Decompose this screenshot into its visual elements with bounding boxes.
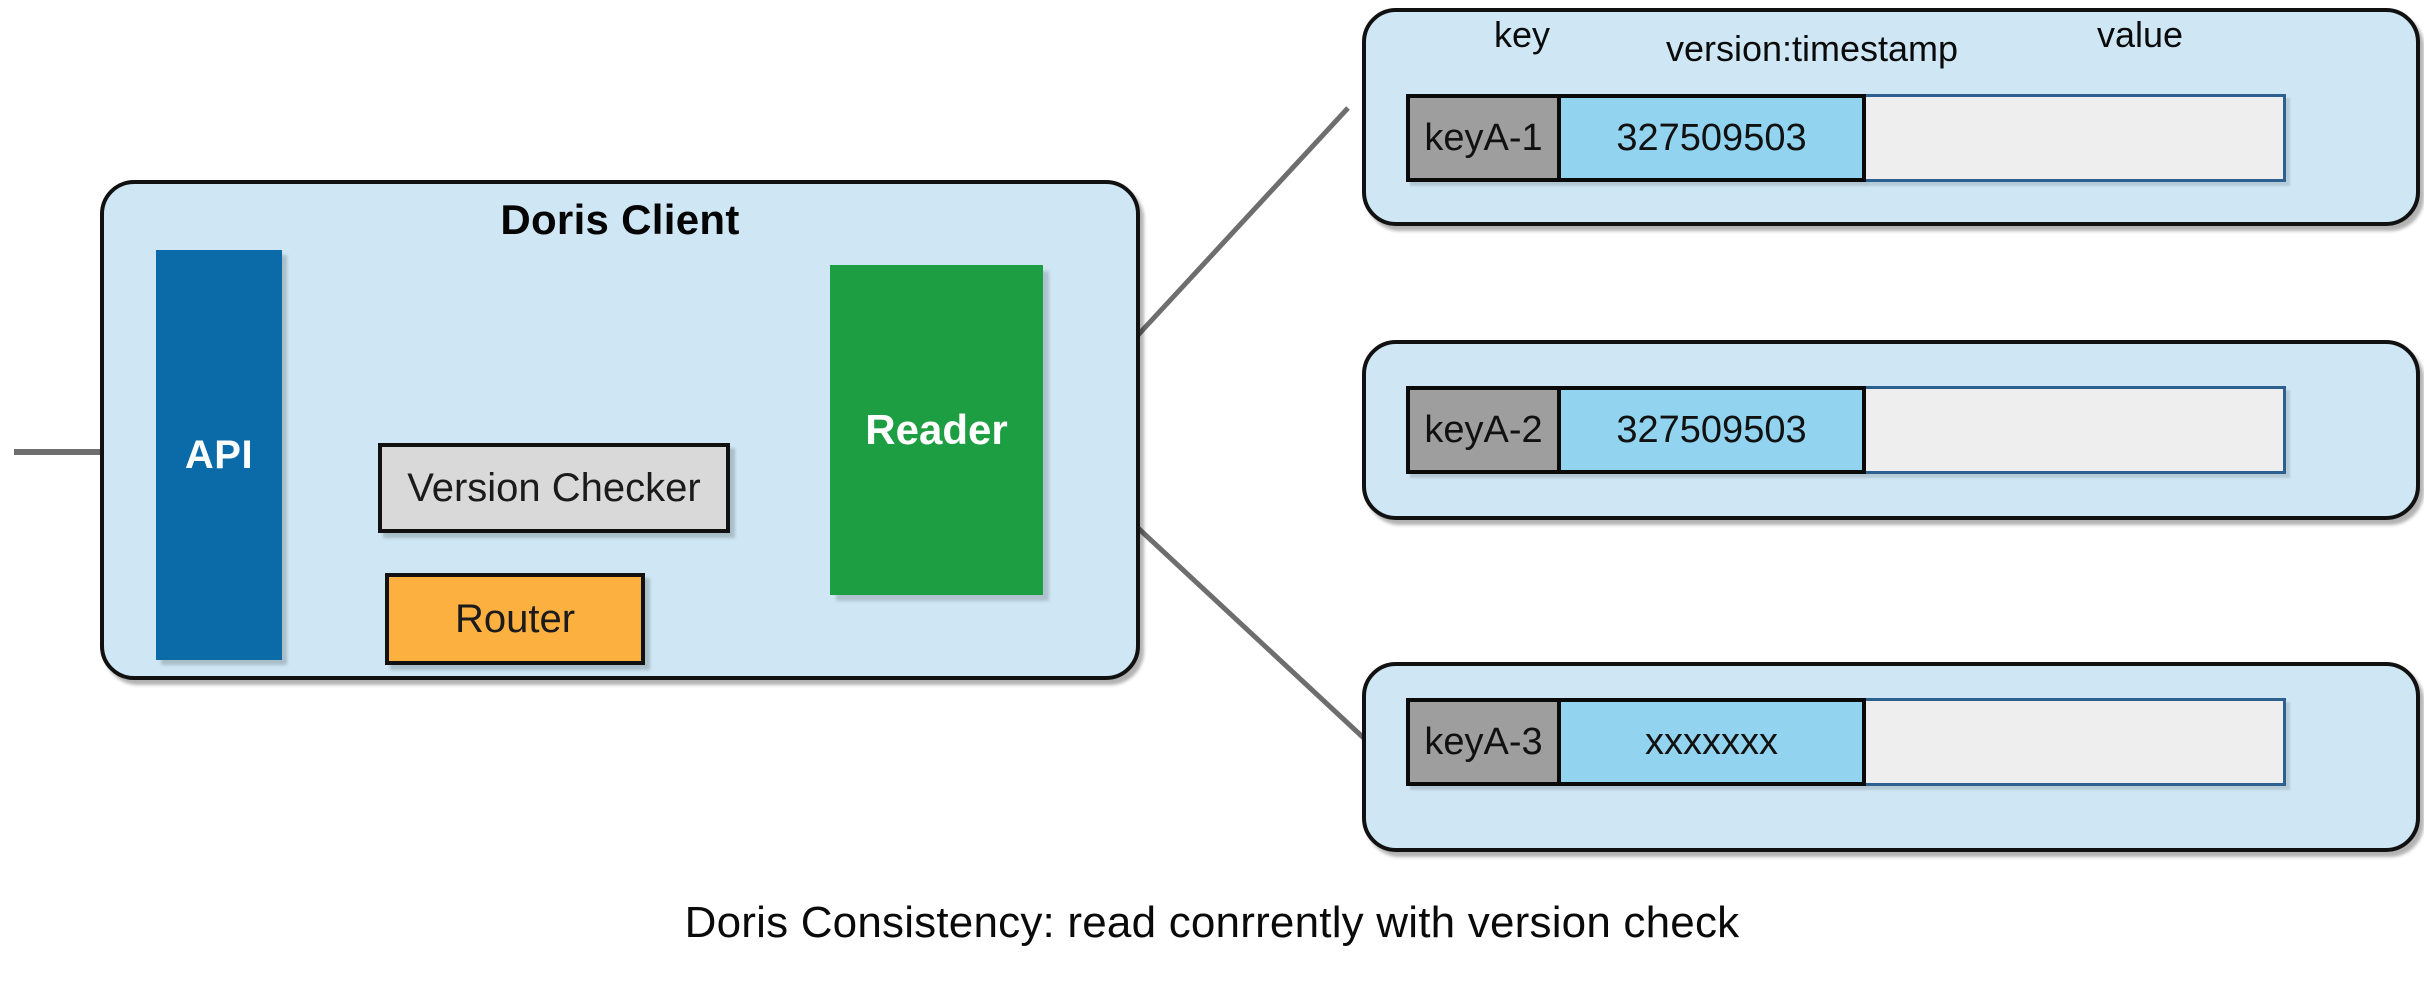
column-header-key: key xyxy=(1493,14,1551,55)
version-checker-node[interactable]: Version Checker xyxy=(378,443,730,533)
doris-client-title: Doris Client xyxy=(500,196,740,243)
record-key-cell: keyA-1 xyxy=(1406,94,1561,182)
record-key-text: keyA-2 xyxy=(1424,408,1543,451)
record-key-cell: keyA-3 xyxy=(1406,698,1561,786)
record-row-1[interactable]: keyA-1 327509503 xyxy=(1406,94,2286,182)
record-value-cell xyxy=(1866,698,2286,786)
record-key-text: keyA-1 xyxy=(1424,116,1543,159)
record-key-cell: keyA-2 xyxy=(1406,386,1561,474)
record-version-text: xxxxxxx xyxy=(1645,720,1778,763)
column-header-version: version:timestamp xyxy=(1665,28,1959,69)
record-row-2[interactable]: keyA-2 327509503 xyxy=(1406,386,2286,474)
api-node-label: API xyxy=(184,432,254,477)
record-version-cell: 327509503 xyxy=(1561,386,1866,474)
router-label: Router xyxy=(454,596,576,641)
reader-label: Reader xyxy=(865,406,1008,453)
figure-caption: Doris Consistency: read conrrently with … xyxy=(684,898,1740,947)
record-value-cell xyxy=(1866,94,2286,182)
record-key-text: keyA-3 xyxy=(1424,720,1543,763)
reader-node[interactable]: Reader xyxy=(830,265,1043,595)
router-node[interactable]: Router xyxy=(385,573,645,665)
record-version-text: 327509503 xyxy=(1616,116,1807,159)
version-checker-label: Version Checker xyxy=(407,465,701,510)
record-version-text: 327509503 xyxy=(1616,408,1807,451)
column-header-value: value xyxy=(2096,14,2184,55)
record-version-cell: 327509503 xyxy=(1561,94,1866,182)
record-row-3[interactable]: keyA-3 xxxxxxx xyxy=(1406,698,2286,786)
record-value-cell xyxy=(1866,386,2286,474)
api-node[interactable]: API xyxy=(156,250,282,660)
record-version-cell: xxxxxxx xyxy=(1561,698,1866,786)
